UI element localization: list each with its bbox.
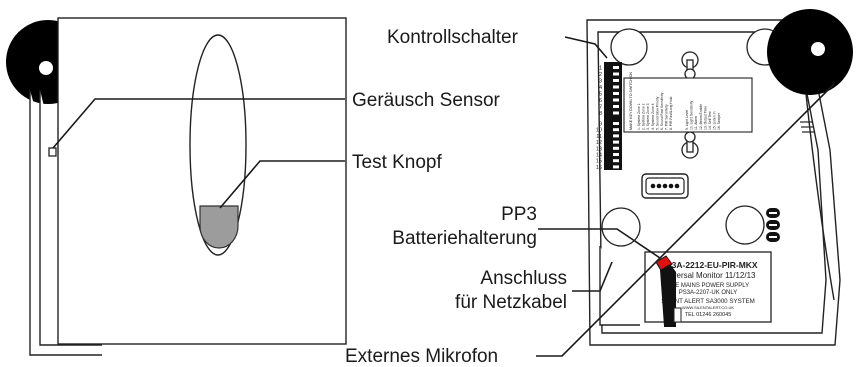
- microphone-cable: [805, 93, 835, 301]
- leader-switch: [564, 36, 608, 59]
- sound-sensor-hole: [48, 147, 57, 157]
- rear-side-ribs: [800, 121, 814, 133]
- key-card-item: 4. System Zone 4: [651, 103, 655, 130]
- key-card-item: 7. PIR Sensitivity: [665, 104, 669, 130]
- product-model: UM3A-2212-EU-PIR-MKX: [658, 260, 758, 270]
- key-card-item: 11. Alarm: [694, 116, 698, 130]
- key-card-item: 15. Listen In: [713, 111, 717, 130]
- leader-test-button: [219, 160, 345, 209]
- dip-switch-3[interactable]: [613, 79, 619, 82]
- dip-number-7: 7: [599, 105, 602, 111]
- connector-pins: [650, 183, 680, 189]
- terminal-screws: [766, 208, 780, 242]
- key-card-item: 14. Self Test: [708, 111, 712, 130]
- leader-microphone: [536, 83, 835, 357]
- dip-number-13: 13: [596, 146, 602, 152]
- label-battery-2: Batteriehalterung: [392, 228, 537, 249]
- key-card-item: 3. System Zone 3: [646, 103, 650, 130]
- key-card-item: 5. Sound Slow Priority: [655, 96, 659, 130]
- product-name: Universal Monitor 11/12/13: [660, 271, 756, 280]
- dip-number-11: 11: [596, 134, 602, 140]
- knockout-bottom-right: [725, 205, 765, 245]
- dip-switch-11[interactable]: [613, 134, 619, 138]
- dip-switch-5[interactable]: [613, 92, 619, 95]
- key-card-item: 2. System Zone 2: [642, 103, 646, 130]
- key-card-item: 10. Light Sensitivity: [690, 100, 694, 130]
- dip-switch-16[interactable]: [613, 165, 619, 169]
- key-card-item: 16. Tamper: [717, 112, 721, 130]
- dip-number-14: 14: [596, 153, 602, 159]
- leader-power: [572, 261, 613, 292]
- dip-number-4: 4: [599, 85, 602, 91]
- front-device: [6, 17, 347, 356]
- dip-switch-bank-1[interactable]: [604, 62, 622, 118]
- dip-number-15: 15: [596, 159, 602, 165]
- pp3-battery: [655, 255, 676, 327]
- label-microphone: Externes Mikrofon: [345, 346, 498, 367]
- label-power-1: Anschluss: [480, 268, 567, 289]
- key-card-item: 9. Light Level: [685, 110, 689, 130]
- key-card-item: 13. Output Time: [703, 106, 707, 130]
- dip-switch-14[interactable]: [613, 153, 619, 156]
- product-psu-2: PS3A-2207-UK ONLY: [679, 290, 738, 296]
- dip-number-12: 12: [596, 140, 602, 146]
- dip-switch-12[interactable]: [613, 140, 619, 144]
- dip-number-1: 1: [599, 66, 602, 72]
- product-system: SILENT ALERT SA3000 SYSTEM: [661, 298, 755, 305]
- switch-key-card: [623, 77, 753, 133]
- switch-key-card-text: MAKE KEY DOWN TO SWITCH ON 1. System Zone…: [629, 71, 721, 130]
- front-lens-window: [189, 34, 247, 256]
- label-battery-1: PP3: [501, 204, 537, 225]
- dip-number-8: 8: [599, 111, 602, 117]
- dip-number-5: 5: [599, 92, 602, 98]
- leader-battery: [538, 228, 661, 259]
- label-switch: Kontrollschalter: [387, 27, 519, 48]
- dip-number-3: 3: [599, 79, 602, 85]
- external-microphone-disc: [767, 9, 853, 95]
- key-card-item: 6. Sound Fast Sensitivity: [660, 92, 664, 130]
- key-card-item: 8. PIR Fast/Long Hold: [669, 97, 673, 130]
- dip-number-2: 2: [599, 72, 602, 78]
- product-tel: TEL 01246 260045: [685, 312, 732, 318]
- product-web: WWW.SILENTALERT.CO.UK: [682, 305, 734, 310]
- leader-sensor: [52, 98, 345, 149]
- key-card-title: MAKE KEY DOWN TO SWITCH ON: [629, 71, 633, 130]
- dip-switch-7[interactable]: [613, 105, 619, 108]
- dip-number-10: 10: [596, 128, 602, 134]
- dip-number-6: 6: [599, 98, 602, 104]
- dip-switch-levers: [613, 66, 619, 169]
- leader-lines: [52, 36, 835, 357]
- keyhole-mount-top: [681, 51, 699, 80]
- key-card-item: 1. System Zone 1: [637, 103, 641, 130]
- dip-switch-15[interactable]: [613, 159, 619, 163]
- dip-switch-2[interactable]: [613, 72, 619, 76]
- label-sensor: Geräusch Sensor: [352, 90, 501, 111]
- dip-switch-8[interactable]: [613, 111, 619, 115]
- dip-switch-6[interactable]: [613, 98, 619, 102]
- dip-switch-10[interactable]: [613, 128, 619, 132]
- product-psu-1: USE MAINS POWER SUPPLY: [667, 283, 749, 289]
- test-button[interactable]: [199, 205, 239, 249]
- dip-number-9: 9: [599, 122, 602, 128]
- dip-switch-4[interactable]: [613, 85, 619, 89]
- label-power-2: für Netzkabel: [455, 292, 567, 313]
- label-test-button: Test Knopf: [352, 152, 442, 173]
- dip-switch-13[interactable]: [613, 146, 619, 150]
- key-card-item: 12. Beam Enable: [699, 104, 703, 130]
- knockout-top-left: [610, 28, 648, 66]
- dip-switch-1[interactable]: [613, 66, 619, 69]
- knockout-bottom-left: [601, 207, 641, 247]
- dip-switch-9[interactable]: [613, 122, 619, 125]
- dip-number-16: 16: [596, 165, 602, 171]
- battery-clip: [673, 307, 682, 323]
- keyhole-mount-middle: [681, 131, 699, 159]
